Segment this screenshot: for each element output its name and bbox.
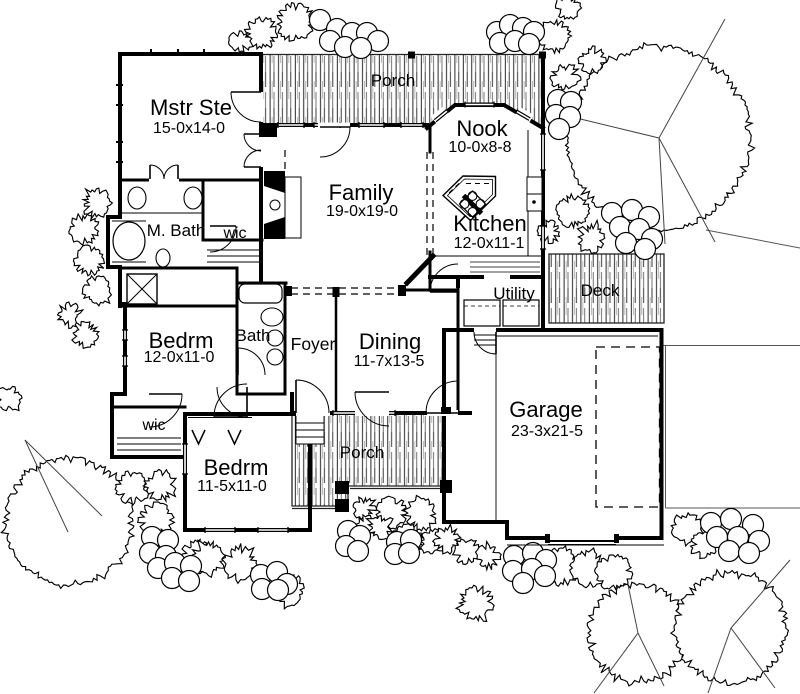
svg-text:Bedrm: Bedrm	[149, 328, 214, 353]
svg-text:11-5x11-0: 11-5x11-0	[197, 478, 267, 495]
svg-text:Utility: Utility	[493, 284, 535, 303]
svg-text:12-0x11-0: 12-0x11-0	[144, 349, 215, 366]
svg-text:Family: Family	[329, 180, 394, 205]
svg-text:wic: wic	[222, 225, 246, 242]
svg-text:Kitchen: Kitchen	[453, 211, 526, 236]
svg-text:10-0x8-8: 10-0x8-8	[448, 139, 511, 156]
svg-text:19-0x19-0: 19-0x19-0	[326, 203, 398, 220]
svg-text:Bath: Bath	[236, 326, 271, 345]
svg-text:Foyer: Foyer	[291, 334, 336, 354]
svg-text:23-3x21-5: 23-3x21-5	[511, 423, 583, 440]
svg-text:15-0x14-0: 15-0x14-0	[153, 120, 225, 137]
svg-text:Deck: Deck	[581, 281, 620, 300]
svg-text:Bedrm: Bedrm	[204, 455, 269, 480]
svg-text:M. Bath: M. Bath	[147, 221, 206, 240]
svg-text:Mstr Ste: Mstr Ste	[150, 95, 232, 120]
svg-text:wic: wic	[141, 417, 165, 434]
svg-text:11-7x13-5: 11-7x13-5	[354, 353, 425, 370]
svg-text:Porch: Porch	[371, 71, 415, 90]
svg-text:Nook: Nook	[456, 116, 508, 141]
svg-text:Porch: Porch	[340, 443, 384, 462]
svg-text:Garage: Garage	[509, 397, 582, 422]
svg-text:12-0x11-1: 12-0x11-1	[454, 235, 525, 252]
svg-text:Dining: Dining	[359, 329, 421, 354]
